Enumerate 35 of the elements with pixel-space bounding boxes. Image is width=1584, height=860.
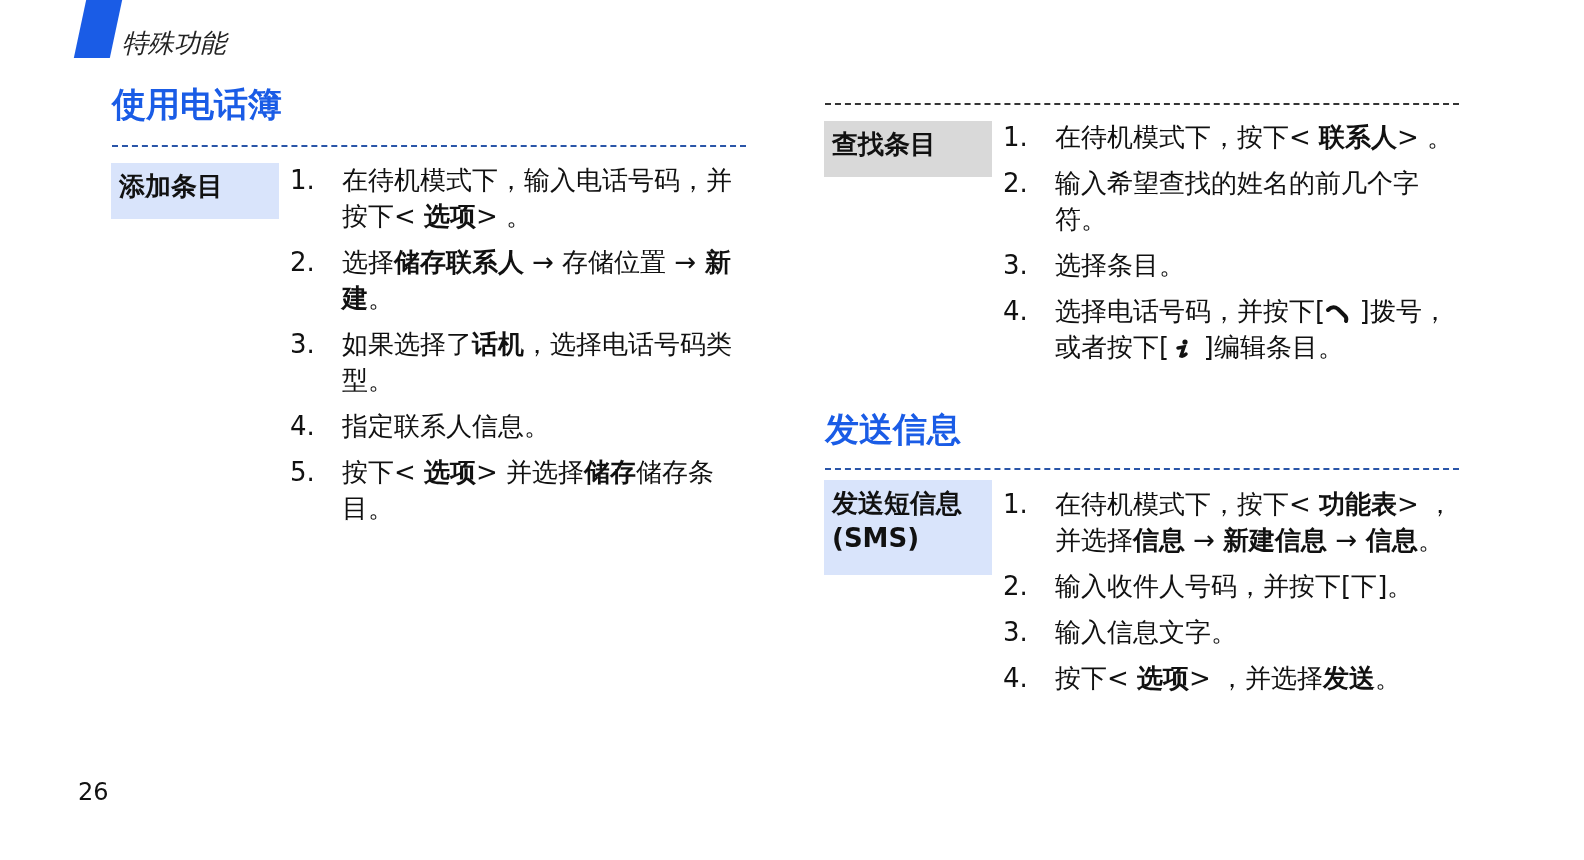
topic-label-box (824, 121, 992, 177)
step-number: 5. (290, 456, 316, 489)
step-text: 按下< 选项> ，并选择发送。 (1055, 662, 1403, 695)
step-number: 1. (290, 164, 316, 197)
step-number: 4. (1003, 295, 1029, 328)
step-number: 2. (1003, 167, 1029, 200)
step-text: 在待机模式下，输入电话号码，并按下< 选项> 。 (342, 164, 733, 233)
step-number: 3. (1003, 249, 1029, 282)
step-text: 选择条目。 (1055, 249, 1186, 282)
step-number: 4. (290, 410, 316, 443)
step-text: 按下< 选项> 并选择储存储存条目。 (342, 456, 716, 525)
step-number: 1. (1003, 121, 1029, 154)
step-text: 如果选择了话机，选择电话号码类型。 (342, 328, 733, 397)
step-text: 在待机模式下，按下< 功能表> ，并选择信息 → 新建信息 → 信息。 (1055, 488, 1455, 557)
topic-label-box (111, 163, 279, 219)
step-text: 选择电话号码，并按下[ ]拨号，或者按下[ ]编辑条目。 (1055, 295, 1449, 364)
step-text: 输入信息文字。 (1055, 616, 1238, 649)
topic-label: 添加条目 (119, 171, 223, 201)
step-number: 2. (290, 246, 316, 279)
step-text: 在待机模式下，按下< 联系人> 。 (1055, 121, 1455, 154)
topic-label-box (824, 480, 992, 575)
step-number: 2. (1003, 570, 1029, 603)
section-heading: 发送信息 (825, 408, 961, 451)
step-number: 3. (1003, 616, 1029, 649)
step-number: 3. (290, 328, 316, 361)
section-heading: 使用电话簿 (112, 83, 282, 126)
step-number: 1. (1003, 488, 1029, 521)
topic-label: 发送短信息 (SMS) (832, 488, 962, 554)
step-text: 指定联系人信息。 (342, 410, 551, 443)
step-text: 选择储存联系人 → 存储位置 → 新建。 (342, 246, 732, 315)
page-number: 26 (78, 778, 109, 806)
step-number: 4. (1003, 662, 1029, 695)
step-text: 输入收件人号码，并按下[下]。 (1055, 570, 1415, 603)
step-text: 输入希望查找的姓名的前几个字符。 (1055, 167, 1420, 236)
topic-label: 查找条目 (832, 129, 936, 159)
